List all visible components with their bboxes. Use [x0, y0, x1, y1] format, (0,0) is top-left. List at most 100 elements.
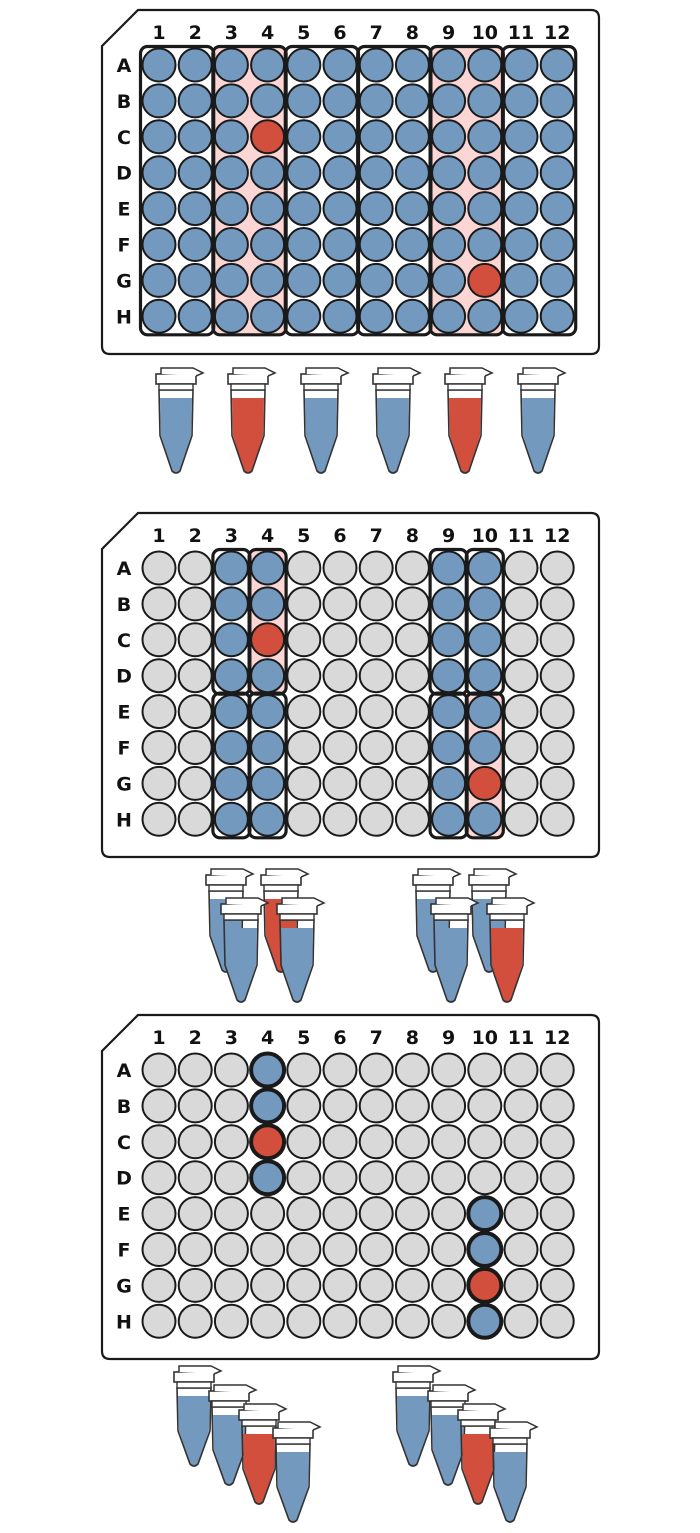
well-sample [394, 262, 430, 298]
well-sample [539, 227, 575, 262]
well-sample [394, 119, 430, 155]
well-empty [358, 1232, 394, 1267]
well-sample [141, 191, 177, 227]
well-sample [467, 155, 503, 191]
well-empty [394, 801, 430, 837]
well-empty [141, 1160, 177, 1196]
well-positive [467, 765, 503, 801]
well-sample [177, 47, 213, 83]
well-sample [213, 298, 249, 334]
well-empty [394, 765, 430, 801]
well-empty [394, 586, 430, 622]
well-empty [141, 694, 177, 730]
well-empty [286, 622, 322, 658]
well-empty [503, 1088, 539, 1124]
well-sample [213, 550, 249, 586]
well-empty [286, 1124, 322, 1160]
well-sample [467, 586, 503, 622]
well-sample [431, 191, 467, 227]
well-empty [286, 1160, 322, 1196]
well-sample [322, 191, 358, 227]
column-label: 6 [333, 1027, 346, 1049]
well-empty [141, 765, 177, 801]
well-sample [213, 47, 249, 83]
column-label: 7 [370, 1027, 383, 1049]
well-empty [503, 1124, 539, 1160]
well-empty [322, 1267, 358, 1303]
well-empty [141, 1232, 177, 1267]
well-empty [250, 1267, 286, 1303]
column-label: 1 [152, 1027, 165, 1049]
well-empty [177, 1052, 213, 1088]
well-empty [358, 694, 394, 730]
well-empty [141, 1196, 177, 1232]
well-empty [358, 1124, 394, 1160]
well-empty [213, 1160, 249, 1196]
positive-pool-highlight [430, 46, 504, 335]
well-empty [467, 1052, 503, 1088]
well-sample [249, 1087, 287, 1125]
column-label: 7 [370, 22, 383, 44]
column-label: 2 [189, 22, 202, 44]
column-label: 9 [442, 1027, 455, 1049]
well-sample [213, 155, 249, 191]
well-empty [177, 1124, 213, 1160]
well-sample [431, 262, 467, 298]
row-label: H [116, 1311, 132, 1333]
well-sample [250, 765, 286, 801]
well-sample [467, 550, 503, 586]
row-label: G [116, 270, 132, 292]
well-sample [322, 155, 358, 191]
row-label: D [116, 666, 132, 688]
well-sample [539, 262, 575, 298]
well-empty [394, 658, 430, 694]
well-empty [358, 1088, 394, 1124]
well-empty [322, 1160, 358, 1196]
well-empty [322, 765, 358, 801]
well-sample [358, 262, 394, 298]
well-positive [250, 119, 286, 155]
well-empty [177, 1160, 213, 1196]
column-label: 12 [544, 525, 570, 547]
well-sample [177, 227, 213, 262]
well-empty [141, 1124, 177, 1160]
well-empty [503, 586, 539, 622]
well-sample [467, 191, 503, 227]
sample-tube [220, 897, 270, 1003]
well-empty [431, 1088, 467, 1124]
well-sample [467, 119, 503, 155]
well-sample [213, 658, 249, 694]
well-sample [394, 83, 430, 119]
well-empty [213, 1267, 249, 1303]
well-sample [394, 191, 430, 227]
well-empty [286, 550, 322, 586]
well-sample [177, 298, 213, 334]
sample-tube [392, 1365, 442, 1467]
well-sample [286, 227, 322, 262]
positive-tube [444, 367, 494, 474]
row-label: H [116, 306, 132, 328]
column-label: 9 [442, 22, 455, 44]
row-label: E [118, 702, 131, 724]
well-empty [322, 586, 358, 622]
well-empty [322, 550, 358, 586]
well-empty [141, 1267, 177, 1303]
well-sample [250, 550, 286, 586]
well-sample [250, 83, 286, 119]
column-label: 3 [225, 22, 238, 44]
well-empty [322, 622, 358, 658]
column-label: 8 [406, 22, 419, 44]
well-sample [250, 694, 286, 730]
column-label: 10 [472, 525, 498, 547]
well-empty [394, 1160, 430, 1196]
well-empty [394, 730, 430, 765]
well-empty [286, 1196, 322, 1232]
well-sample [286, 191, 322, 227]
well-sample [431, 47, 467, 83]
well-sample [322, 227, 358, 262]
well-empty [286, 1088, 322, 1124]
well-sample [141, 83, 177, 119]
well-sample [539, 83, 575, 119]
well-empty [322, 694, 358, 730]
